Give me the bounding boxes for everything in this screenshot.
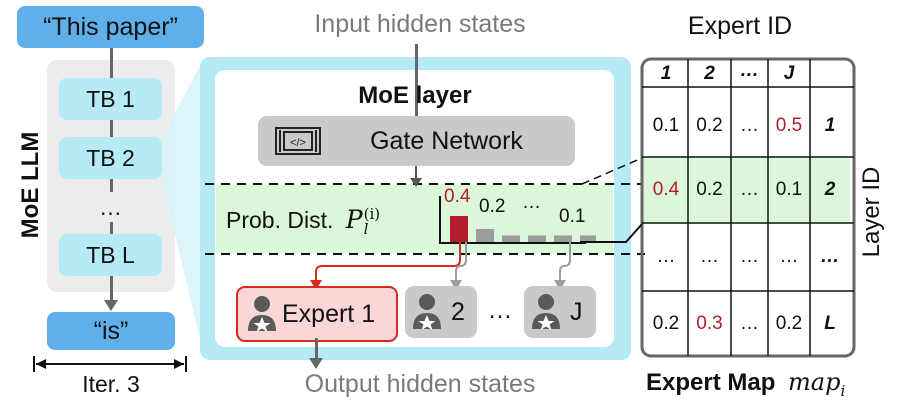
map-cell: 0.2 [775, 313, 803, 334]
probability-bar [502, 235, 520, 242]
map-cell: … [779, 246, 799, 267]
map-row-id: … [820, 246, 840, 267]
zoom-connector [162, 58, 204, 356]
expert-1-box: Expert 1 [236, 286, 398, 342]
gate-icon: </> [275, 127, 321, 162]
llm-label: MoE LLM [17, 131, 44, 239]
distribution-bars [439, 196, 596, 244]
output-arrow [309, 358, 323, 369]
map-cell: … [740, 246, 759, 267]
map-row-highlight [642, 157, 850, 223]
probability-bar [476, 229, 494, 242]
gate-to-prob-arrow [410, 178, 422, 187]
prob-value-first: 0.4 [444, 186, 471, 207]
map-row-id: 1 [824, 115, 836, 136]
map-row-id: 2 [824, 179, 836, 200]
map-cell: 0.4 [652, 179, 680, 200]
expert-person-icon [530, 293, 562, 331]
expert-2-label: 2 [451, 297, 465, 326]
output-hidden-label: Output hidden states [304, 370, 536, 398]
map-header-cell: J [783, 63, 795, 84]
prob-symbol: P(i)l [345, 204, 381, 238]
expert-j-box: J [524, 286, 596, 338]
output-line [315, 338, 318, 362]
iter-label: Iter. 3 [82, 371, 140, 397]
map-header-cell: … [740, 60, 759, 81]
map-row-id: L [824, 313, 836, 334]
map-cell: … [740, 313, 759, 334]
input-token: “This paper” [17, 6, 204, 48]
map-cell: … [740, 115, 759, 136]
moe-layer-title: MoE layer [358, 82, 472, 109]
gate-network-box: </> Gate Network [258, 116, 575, 166]
layer-id-label: Layer ID [858, 166, 885, 258]
expert-map-title: Expert Map mapi [646, 368, 846, 400]
map-cell: 0.2 [652, 313, 680, 334]
expert-j-label: J [570, 297, 583, 326]
map-connector [580, 157, 643, 243]
map-cell: 0.1 [775, 179, 803, 200]
output-token-label: “is” [93, 316, 129, 345]
map-cell: 0.1 [652, 115, 680, 136]
llm-arrow-head [104, 300, 118, 311]
gate-network-label: Gate Network [370, 126, 523, 155]
map-cell: 0.5 [775, 115, 803, 136]
input-line [415, 44, 418, 116]
svg-text:</>: </> [290, 137, 306, 149]
input-token-label: “This paper” [43, 12, 178, 41]
output-token: “is” [47, 312, 175, 350]
routing-arrows [310, 242, 571, 290]
probability-bar [554, 235, 572, 242]
prob-value-dots: … [522, 192, 541, 213]
expert-person-icon [411, 293, 443, 331]
block-ellipsis: … [59, 192, 162, 222]
expert-1-label: Expert 1 [282, 299, 376, 328]
prob-dist-label: Prob. Dist. P(i)l [226, 204, 381, 238]
iter-span [33, 356, 187, 372]
expert-id-label: Expert ID [687, 12, 793, 40]
probability-bar [580, 235, 596, 242]
map-header-cell: 2 [704, 63, 715, 84]
map-header-cell: 1 [660, 63, 672, 84]
expert-map-grid [640, 57, 856, 358]
probability-bar [528, 235, 546, 242]
prob-value-second: 0.2 [479, 196, 506, 217]
block-tb2: TB 2 [59, 137, 162, 179]
map-cell: 0.3 [696, 313, 723, 334]
map-cell: … [740, 179, 759, 200]
map-cell: 0.2 [696, 115, 723, 136]
map-cell: 0.2 [696, 179, 723, 200]
block-tb1: TB 1 [59, 78, 162, 120]
expert-ellipsis: … [487, 296, 513, 324]
expert-2-box: 2 [405, 286, 477, 338]
map-cell: … [700, 246, 719, 267]
map-symbol: mapi [788, 368, 846, 400]
prob-value-last: 0.1 [559, 206, 586, 227]
map-cell: … [656, 246, 676, 267]
probability-bar [450, 216, 468, 242]
gate-to-prob-line [415, 166, 417, 182]
input-hidden-label: Input hidden states [314, 10, 526, 38]
expert-person-icon [246, 295, 278, 333]
block-tbl: TB L [59, 234, 162, 276]
